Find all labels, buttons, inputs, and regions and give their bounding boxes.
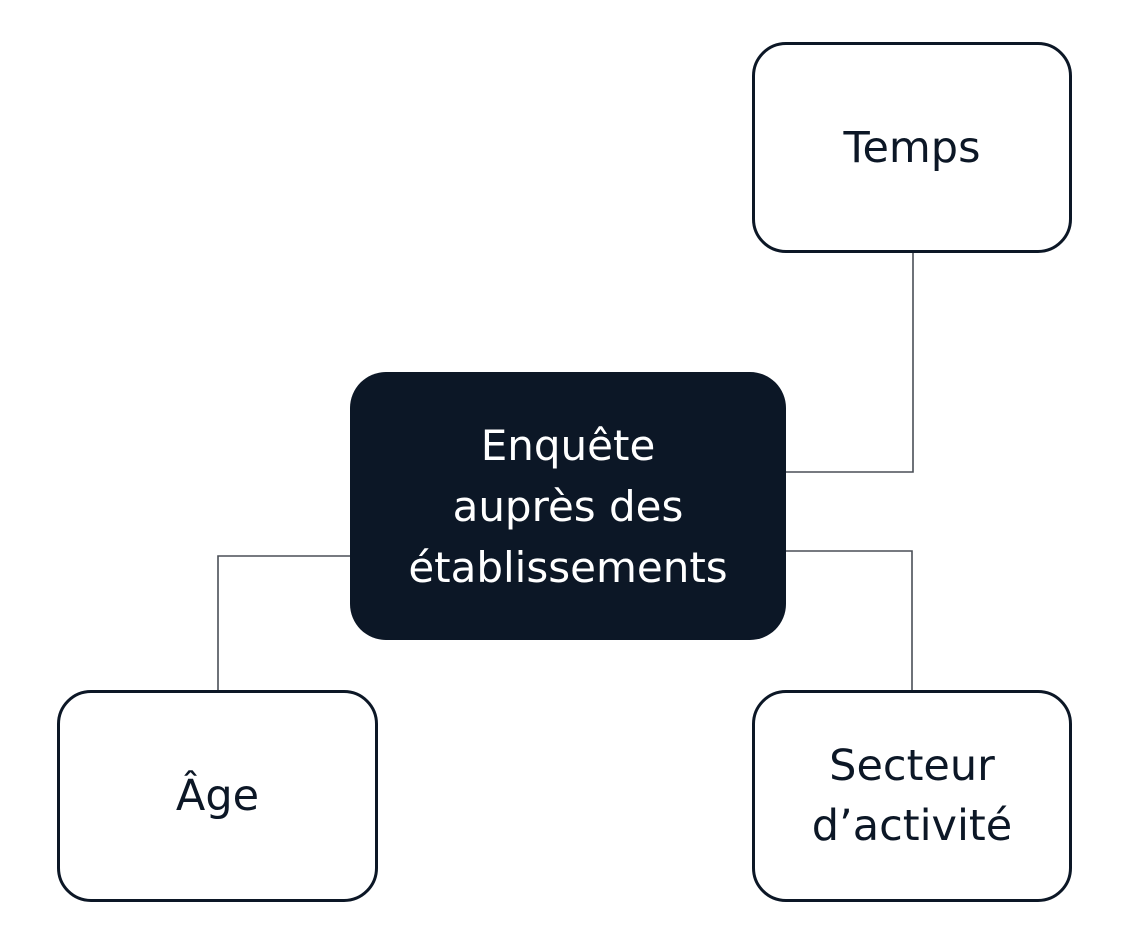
node-center-label: Enquête auprès des établissements bbox=[408, 420, 728, 592]
node-age: Âge bbox=[57, 690, 378, 902]
node-temps-label: Temps bbox=[843, 122, 981, 173]
node-temps: Temps bbox=[752, 42, 1072, 253]
node-center-enquete: Enquête auprès des établissements bbox=[350, 372, 786, 640]
connector-center-to-temps bbox=[786, 252, 914, 473]
node-secteur: Secteur d’activité bbox=[752, 690, 1072, 902]
node-age-label: Âge bbox=[175, 771, 260, 821]
connector-center-to-secteur bbox=[786, 550, 913, 690]
node-secteur-label: Secteur d’activité bbox=[811, 741, 1013, 851]
connector-center-to-age bbox=[217, 555, 350, 690]
